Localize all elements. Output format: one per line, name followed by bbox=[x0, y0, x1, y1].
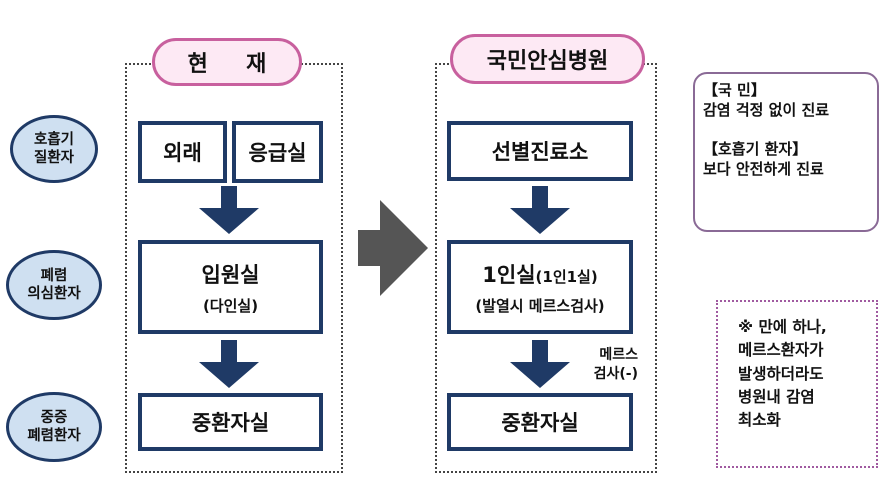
footnote-line: 발생하더라도 bbox=[738, 364, 824, 383]
down-arrow-icon bbox=[197, 186, 261, 234]
outpatient-box: 외래 bbox=[138, 121, 227, 183]
current-system-header: 현 재 bbox=[152, 38, 302, 86]
public-title: 【국 민】 bbox=[703, 81, 766, 99]
test-label-line: 검사(-) bbox=[593, 365, 638, 382]
emergency-room-label: 응급실 bbox=[248, 141, 307, 165]
row-label-text: 중증 폐렴환자 bbox=[27, 409, 81, 444]
screening-clinic-label: 선별진료소 bbox=[491, 140, 589, 164]
current-header-label: 현 재 bbox=[187, 52, 267, 77]
icu-label: 중환자실 bbox=[501, 411, 579, 435]
emergency-room-box: 응급실 bbox=[232, 121, 323, 183]
single-room-box: 1인실(1인1실) (발열시 메르스검사) bbox=[447, 240, 633, 334]
down-arrow-icon bbox=[197, 340, 261, 388]
benefits-note: 【국 민】 감염 걱정 없이 진료 【호흡기 환자】 보다 안전하게 진료 bbox=[693, 72, 879, 232]
row-label-respiratory-patients: 호흡기 질환자 bbox=[10, 115, 98, 183]
ward-sub-label: (다인실) bbox=[202, 296, 259, 315]
single-room-inline-label: (1인1실) bbox=[535, 267, 598, 286]
ward-box: 입원실 (다인실) bbox=[138, 240, 323, 334]
screening-clinic-box: 선별진료소 bbox=[447, 121, 633, 181]
icu-label: 중환자실 bbox=[191, 411, 270, 435]
row-label-severe-pneumonia: 중증 폐렴환자 bbox=[6, 392, 102, 462]
test-label-line: 메르스 bbox=[599, 347, 638, 363]
icu-box-current: 중환자실 bbox=[138, 393, 323, 451]
footnote-box: ※ 만에 하나, 메르스환자가 발생하더라도 병원내 감염 최소화 bbox=[716, 300, 878, 468]
safe-hospital-header: 국민안심병원 bbox=[450, 34, 645, 84]
icu-box-safe-hospital: 중환자실 bbox=[447, 393, 633, 451]
footnote-line: 최소화 bbox=[738, 411, 781, 429]
patient-title: 【호흡기 환자】 bbox=[703, 139, 808, 158]
single-room-sub-label: (발열시 메르스검사) bbox=[475, 296, 605, 315]
patient-text: 보다 안전하게 진료 bbox=[703, 159, 824, 178]
mers-test-negative-label: 메르스 검사(-) bbox=[578, 346, 638, 384]
safe-hospital-header-label: 국민안심병원 bbox=[486, 49, 609, 74]
spacer bbox=[703, 121, 869, 139]
outpatient-label: 외래 bbox=[163, 141, 202, 165]
row-label-text: 폐렴 의심환자 bbox=[27, 267, 81, 302]
row-label-text: 호흡기 질환자 bbox=[33, 131, 75, 166]
footnote-line: 병원내 감염 bbox=[738, 387, 815, 406]
public-text: 감염 걱정 없이 진료 bbox=[703, 101, 830, 120]
down-arrow-icon bbox=[508, 340, 572, 388]
down-arrow-icon bbox=[508, 186, 572, 234]
single-room-label: 1인실 bbox=[482, 262, 536, 287]
footnote-line: 메르스환자가 bbox=[738, 341, 824, 360]
single-room-label-row: 1인실(1인1실) bbox=[482, 259, 597, 289]
ward-label: 입원실 bbox=[201, 262, 260, 287]
footnote-line: ※ 만에 하나, bbox=[738, 318, 827, 336]
transition-arrow-icon bbox=[358, 200, 428, 296]
row-label-suspected-pneumonia: 폐렴 의심환자 bbox=[6, 250, 102, 320]
